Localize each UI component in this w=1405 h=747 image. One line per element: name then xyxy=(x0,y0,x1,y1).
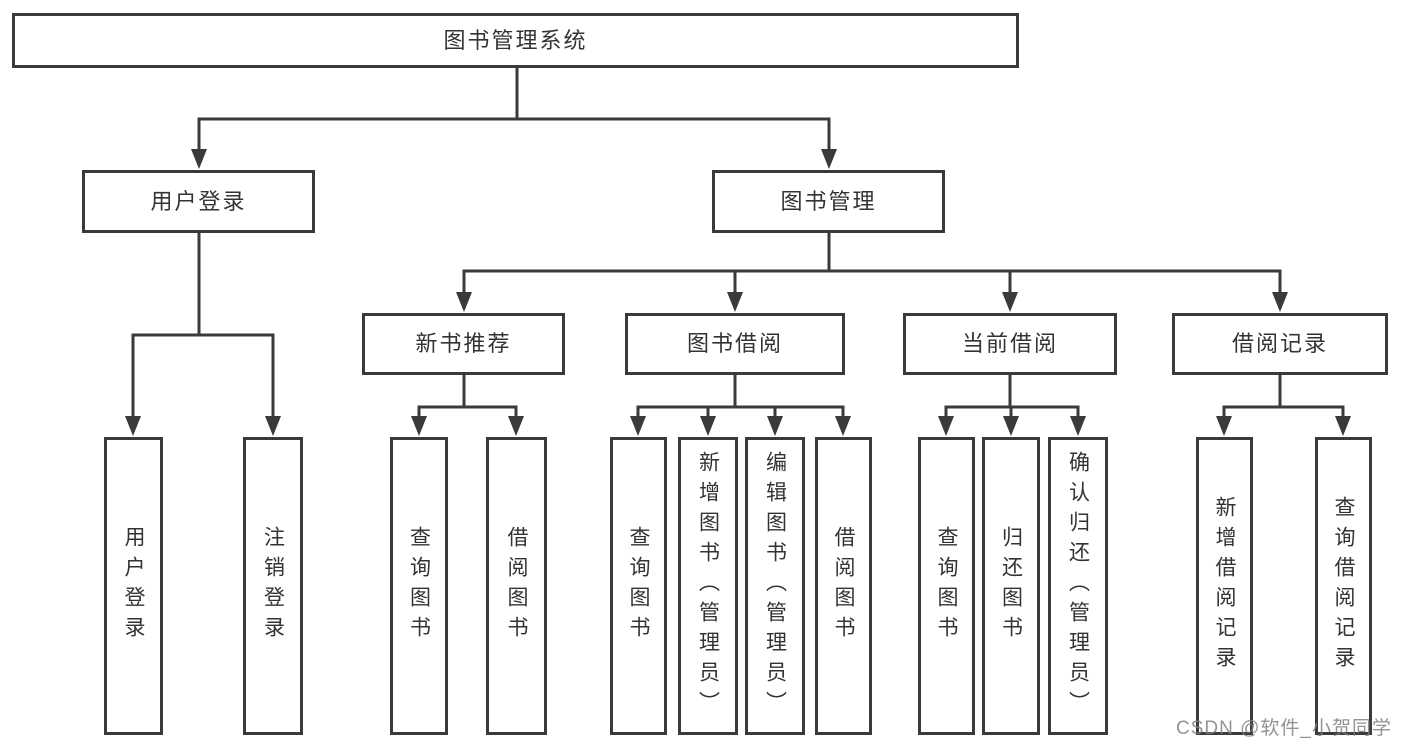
arrowhead-icon xyxy=(938,416,954,436)
connector-current-borrow-children xyxy=(944,375,1080,419)
arrowhead-icon xyxy=(1216,416,1232,436)
arrowhead-icon xyxy=(835,416,851,436)
node-cb-confirm-return-admin: 确认归还（管理员） xyxy=(1048,437,1108,735)
node-nbr-query-books: 查询图书 xyxy=(390,437,448,735)
node-nbr-borrow-books: 借阅图书 xyxy=(486,437,547,735)
arrowhead-icon xyxy=(456,292,472,312)
arrowhead-icon xyxy=(1272,292,1288,312)
node-borrow-records: 借阅记录 xyxy=(1172,313,1388,375)
arrowhead-icon xyxy=(767,416,783,436)
arrowhead-icon xyxy=(821,149,837,169)
node-cb-return-books: 归还图书 xyxy=(982,437,1040,735)
arrowhead-icon xyxy=(191,149,207,169)
connector-book-management-children xyxy=(462,233,1282,295)
node-cb-query-books: 查询图书 xyxy=(918,437,975,735)
node-logout-login: 注销登录 xyxy=(243,437,303,735)
arrowhead-icon xyxy=(630,416,646,436)
connector-user-login-children xyxy=(131,233,275,419)
arrowhead-icon xyxy=(508,416,524,436)
arrowhead-icon xyxy=(125,416,141,436)
node-user-login: 用户登录 xyxy=(82,170,315,233)
arrowhead-icon xyxy=(411,416,427,436)
node-book-management: 图书管理 xyxy=(712,170,945,233)
node-new-book-recommend: 新书推荐 xyxy=(362,313,565,375)
arrowhead-icon xyxy=(265,416,281,436)
connector-new-book-recommend-children xyxy=(417,375,518,419)
connector-borrow-records-children xyxy=(1222,375,1345,419)
node-user-login-leaf: 用户登录 xyxy=(104,437,163,735)
arrowhead-icon xyxy=(700,416,716,436)
csdn-watermark: CSDN @软件_小贺同学 xyxy=(1176,718,1392,739)
arrowhead-icon xyxy=(727,292,743,312)
node-bb-query-books: 查询图书 xyxy=(610,437,667,735)
node-br-query-record: 查询借阅记录 xyxy=(1315,437,1372,735)
node-root: 图书管理系统 xyxy=(12,13,1019,68)
connector-book-borrow-children xyxy=(636,375,845,419)
arrowheads xyxy=(125,149,1351,436)
node-bb-edit-books-admin: 编辑图书（管理员） xyxy=(745,437,805,735)
node-br-add-record: 新增借阅记录 xyxy=(1196,437,1253,735)
arrowhead-icon xyxy=(1002,292,1018,312)
node-bb-add-books-admin: 新增图书（管理员） xyxy=(678,437,738,735)
node-bb-borrow-books: 借阅图书 xyxy=(815,437,872,735)
arrowhead-icon xyxy=(1335,416,1351,436)
connector-root-children xyxy=(197,68,831,152)
arrowhead-icon xyxy=(1003,416,1019,436)
arrowhead-icon xyxy=(1070,416,1086,436)
node-current-borrow: 当前借阅 xyxy=(903,313,1117,375)
node-book-borrow: 图书借阅 xyxy=(625,313,845,375)
